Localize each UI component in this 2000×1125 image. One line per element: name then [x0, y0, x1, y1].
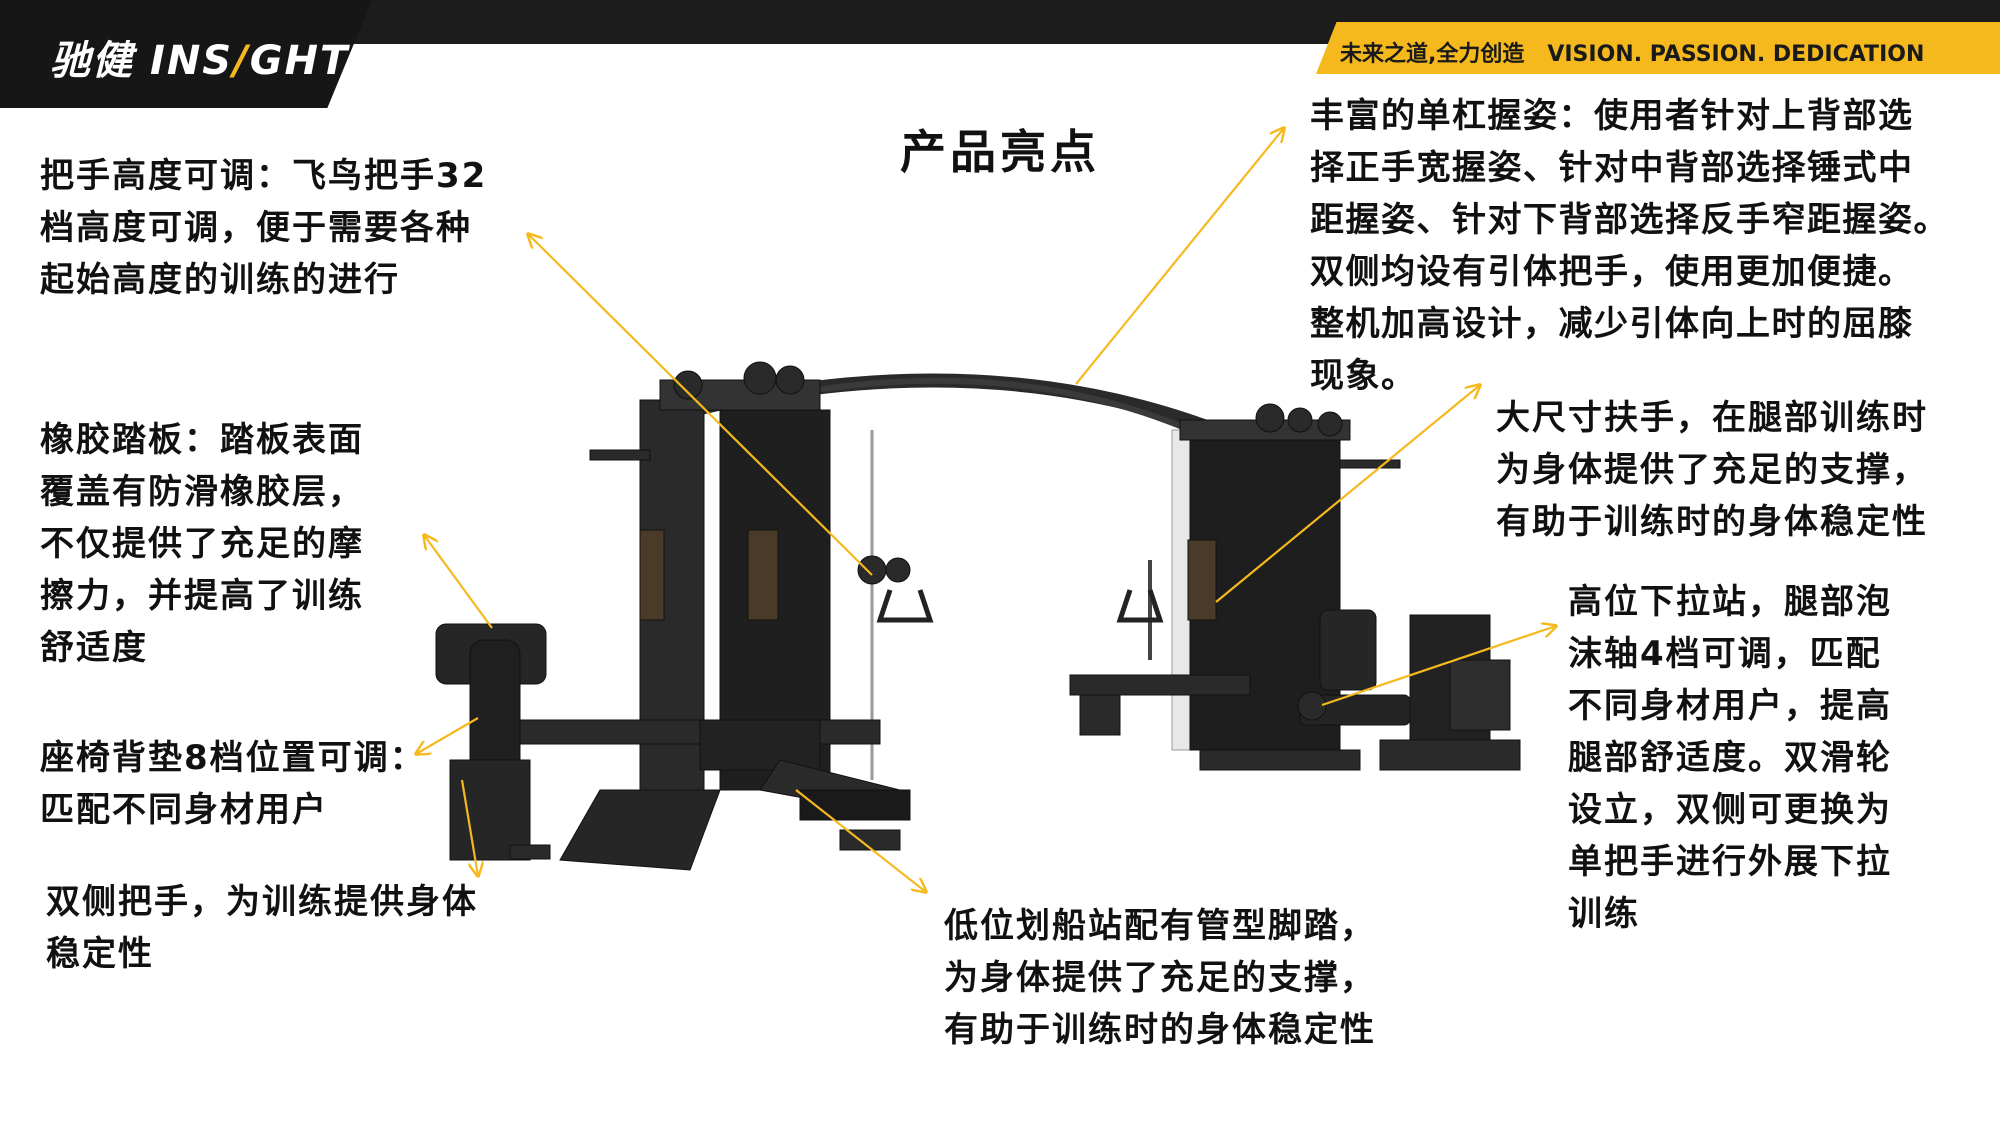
logo-ght: GHT: [249, 38, 350, 84]
callout-line: 设立，双侧可更换为: [1568, 790, 1892, 830]
callout-line: 为身体提供了充足的支撑，: [944, 958, 1376, 998]
callout-seat-pad: 座椅背垫8档位置可调： 匹配不同身材用户: [40, 732, 426, 836]
right-station: [1069, 403, 1521, 771]
callout-rubber-pedal: 橡胶踏板：踏板表面 覆盖有防滑橡胶层， 不仅提供了充足的摩 擦力，并提高了训练 …: [40, 414, 364, 674]
callout-line: 高位下拉站，腿部泡: [1568, 582, 1892, 622]
callout-line: 档高度可调，便于需要各种: [40, 208, 472, 248]
arrow-large-handrail: [1215, 385, 1480, 603]
callout-line: 训练: [1568, 894, 1640, 934]
callout-line: 覆盖有防滑橡胶层，: [40, 472, 364, 512]
callout-line: 不同身材用户，提高: [1568, 686, 1892, 726]
callout-line: 丰富的单杠握姿：使用者针对上背部选: [1310, 96, 1914, 136]
arrow-seat-pad: [416, 717, 479, 754]
callout-pullup-grips: 丰富的单杠握姿：使用者针对上背部选 择正手宽握姿、针对中背部选择锤式中 距握姿、…: [1310, 90, 1949, 402]
callout-line: 把手高度可调：飞鸟把手32: [40, 156, 488, 196]
callout-line: 距握姿、针对下背部选择反手窄距握姿。: [1310, 200, 1949, 240]
callout-handle-height: 把手高度可调：飞鸟把手32 档高度可调，便于需要各种 起始高度的训练的进行: [40, 150, 487, 306]
callout-line: 整机加高设计，减少引体向上时的屈膝: [1310, 304, 1914, 344]
callout-line: 双侧把手，为训练提供身体: [46, 882, 478, 922]
callout-line: 单把手进行外展下拉: [1568, 842, 1892, 882]
callout-line: 腿部舒适度。双滑轮: [1568, 738, 1892, 778]
callout-line: 择正手宽握姿、针对中背部选择锤式中: [1310, 148, 1914, 188]
callout-high-pulldown: 高位下拉站，腿部泡 沫轴4档可调，匹配 不同身材用户，提高 腿部舒适度。双滑轮 …: [1568, 576, 1892, 940]
callout-line: 沫轴4档可调，匹配: [1568, 634, 1882, 674]
left-station: [435, 361, 1243, 871]
slogan-text: 未来之道,全力创造 VISION. PASSION. DEDICATION: [1340, 42, 1925, 67]
callout-line: 座椅背垫8档位置可调：: [40, 738, 426, 778]
callout-line: 橡胶踏板：踏板表面: [40, 420, 364, 460]
callout-line: 双侧均设有引体把手，使用更加便捷。: [1310, 252, 1914, 292]
callout-line: 稳定性: [46, 934, 154, 974]
callout-dual-handles: 双侧把手，为训练提供身体 稳定性: [46, 876, 478, 980]
callout-line: 为身体提供了充足的支撑，: [1496, 450, 1928, 490]
callout-line: 有助于训练时的身体稳定性: [944, 1010, 1376, 1050]
callout-line: 低位划船站配有管型脚踏，: [944, 906, 1376, 946]
callout-line: 擦力，并提高了训练: [40, 576, 364, 616]
callout-line: 有助于训练时的身体稳定性: [1496, 502, 1928, 542]
logo-block: [0, 0, 372, 108]
arrow-handle-height: [528, 234, 873, 576]
callout-line: 现象。: [1310, 356, 1417, 396]
arrow-dual-handles: [460, 779, 478, 876]
arrow-rubber-pedal: [424, 535, 493, 629]
arrow-high-pulldown: [1321, 626, 1556, 707]
callout-line: 大尺寸扶手，在腿部训练时: [1496, 398, 1928, 438]
callout-line: 舒适度: [40, 628, 148, 668]
logo-ins: INS: [149, 38, 234, 84]
page-title: 产品亮点: [900, 125, 1100, 179]
callout-low-row: 低位划船站配有管型脚踏， 为身体提供了充足的支撑， 有助于训练时的身体稳定性: [944, 900, 1376, 1056]
brand-logo: 驰健 INS/GHT: [50, 28, 349, 86]
callout-line: 匹配不同身材用户: [40, 790, 328, 830]
arrow-pullup-grips: [1075, 128, 1284, 385]
slogan-banner: [1316, 22, 2000, 74]
callout-line: 起始高度的训练的进行: [40, 260, 400, 300]
callout-arrows: [416, 128, 1556, 892]
arrow-low-row: [795, 789, 926, 892]
logo-bolt: /: [233, 38, 250, 84]
callout-line: 不仅提供了充足的摩: [40, 524, 364, 564]
logo-prefix: 驰健: [50, 38, 134, 84]
callout-large-handrail: 大尺寸扶手，在腿部训练时 为身体提供了充足的支撑， 有助于训练时的身体稳定性: [1496, 392, 1928, 548]
